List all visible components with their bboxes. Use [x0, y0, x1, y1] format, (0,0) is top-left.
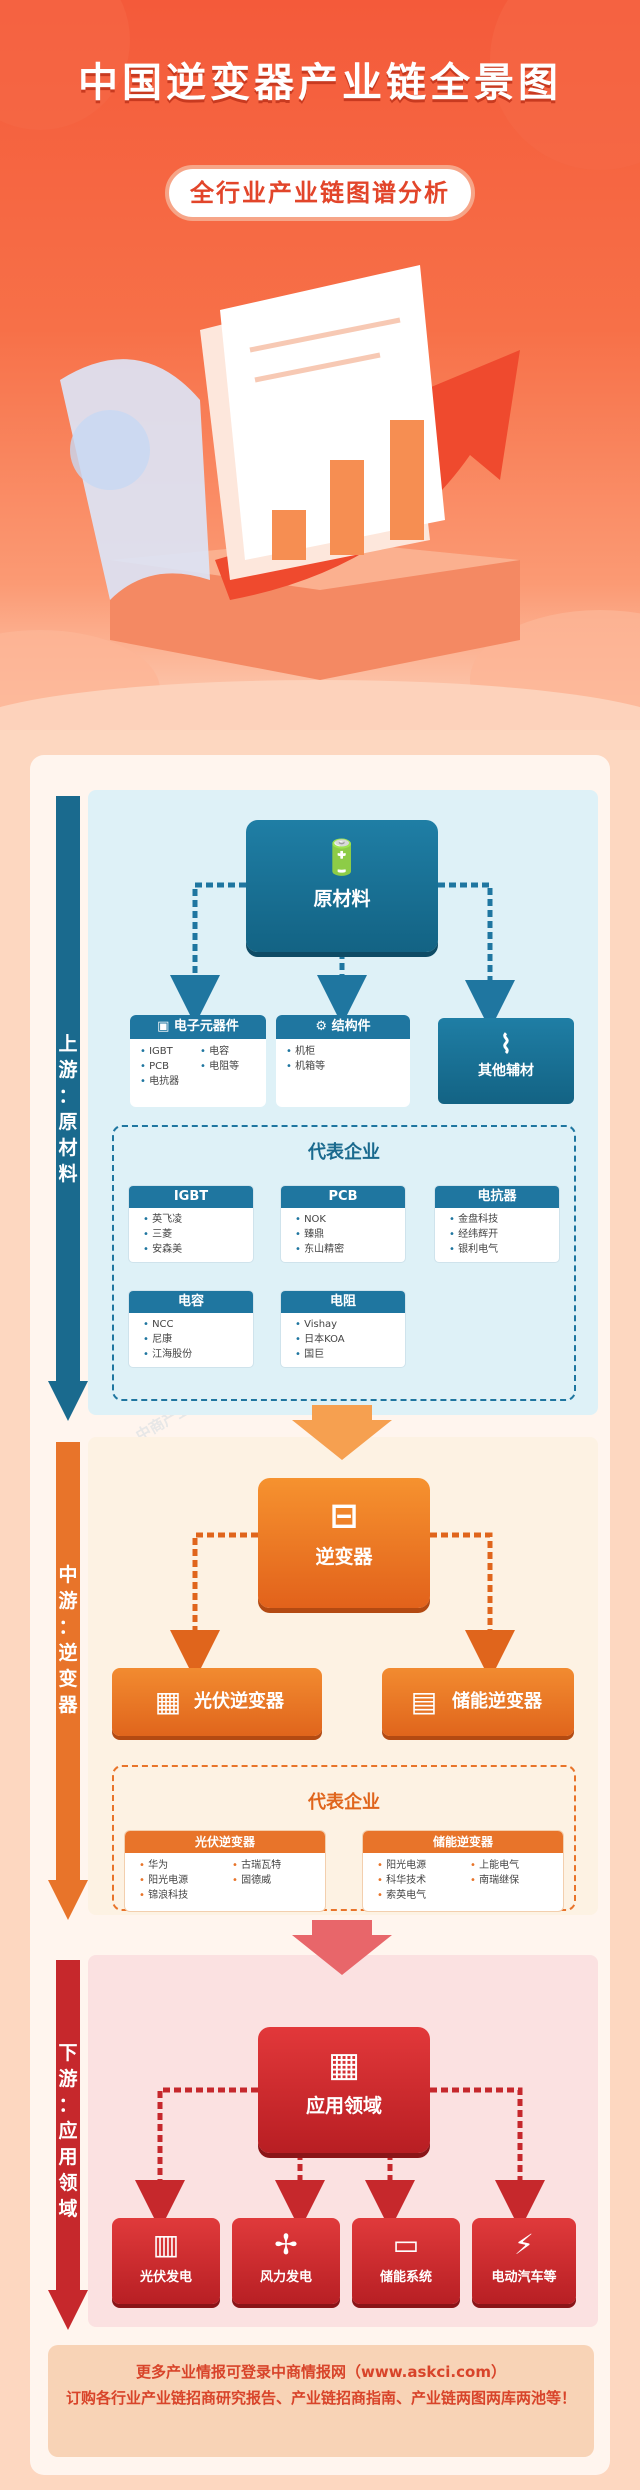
gear-icon: ⚙	[315, 1019, 332, 1034]
category-electronic-components: ▣ 电子元器件 IGBT 电容 PCB 电阻等 电抗器	[130, 1015, 266, 1107]
solar-panel-icon: ▦	[154, 1685, 182, 1718]
raw-materials-hub: 🔋 原材料	[246, 820, 438, 952]
footer-note: 更多产业情报可登录中商情报网（www.askci.com） 订购各行业产业链招商…	[48, 2345, 594, 2457]
chip-icon: ▣	[157, 1019, 174, 1034]
wind-turbine-icon: ✢	[274, 2228, 298, 2261]
enterprise-card-igbt: IGBT 英飞凌三菱安森美	[128, 1185, 254, 1263]
solar-panel-icon: ▥	[152, 2228, 180, 2261]
upstream-side-label: 上游：原材料	[58, 1033, 78, 1185]
battery-icon: ▭	[392, 2228, 420, 2261]
upstream-enterprise-panel	[112, 1125, 576, 1401]
application-storage-system: ▭ 储能系统	[352, 2218, 460, 2304]
meter-icon: ▤	[410, 1685, 438, 1718]
midstream-side-label: 中游：逆变器	[58, 1564, 78, 1716]
battery-icon: 🔋	[320, 838, 364, 878]
enterprise-card-reactor: 电抗器 金盘科技经纬辉开银利电气	[434, 1185, 560, 1263]
hero-illustration	[0, 0, 640, 730]
subtitle-pill: 全行业产业链图谱分析	[165, 165, 475, 221]
enterprise-card-resistor: 电阻 Vishay日本KOA国巨	[280, 1290, 406, 1368]
application-electric-vehicle: ⚡ 电动汽车等	[472, 2218, 576, 2304]
inverter-icon: ⊟	[329, 1496, 359, 1536]
enterprise-card-capacitor: 电容 NCC尼康江海股份	[128, 1290, 254, 1368]
page-title: 中国逆变器产业链全景图	[78, 60, 562, 106]
hero-banner: 中国逆变器产业链全景图 全行业产业链图谱分析	[0, 0, 640, 730]
downstream-side-label: 下游：应用领域	[58, 2042, 78, 2220]
application-wind-power: ✢ 风力发电	[232, 2218, 340, 2304]
storage-inverter-box: ▤ 储能逆变器	[382, 1668, 574, 1736]
midstream-enterprise-panel	[112, 1765, 576, 1911]
downstream-side-arrow: 下游：应用领域	[48, 1960, 88, 2330]
pv-inverter-box: ▦ 光伏逆变器	[112, 1668, 322, 1736]
midstream-side-arrow: 中游：逆变器	[48, 1442, 88, 1920]
grid-icon: ▦	[327, 2045, 361, 2085]
upstream-side-arrow: 上游：原材料	[48, 796, 88, 1421]
enterprise-card-pv-inverter: 光伏逆变器 华为古瑞瓦特 阳光电源固德威 锦浪科技	[124, 1830, 326, 1912]
enterprise-card-storage-inverter: 储能逆变器 阳光电源上能电气 科华技术南瑞继保 索英电气	[362, 1830, 564, 1912]
inverter-hub: ⊟ 逆变器	[258, 1478, 430, 1608]
enterprise-card-pcb: PCB NOK臻鼎东山精密	[280, 1185, 406, 1263]
midstream-enterprise-title: 代表企业	[308, 1792, 380, 1813]
application-pv-power: ▥ 光伏发电	[112, 2218, 220, 2304]
category-other-materials: ⌇ 其他辅材	[438, 1018, 574, 1104]
coil-icon: ⌇	[499, 1030, 513, 1060]
category-structural-parts: ⚙ 结构件 机柜 机箱等	[276, 1015, 410, 1107]
car-charging-icon: ⚡	[514, 2228, 534, 2261]
application-hub: ▦ 应用领域	[258, 2027, 430, 2153]
upstream-enterprise-title: 代表企业	[308, 1142, 380, 1163]
